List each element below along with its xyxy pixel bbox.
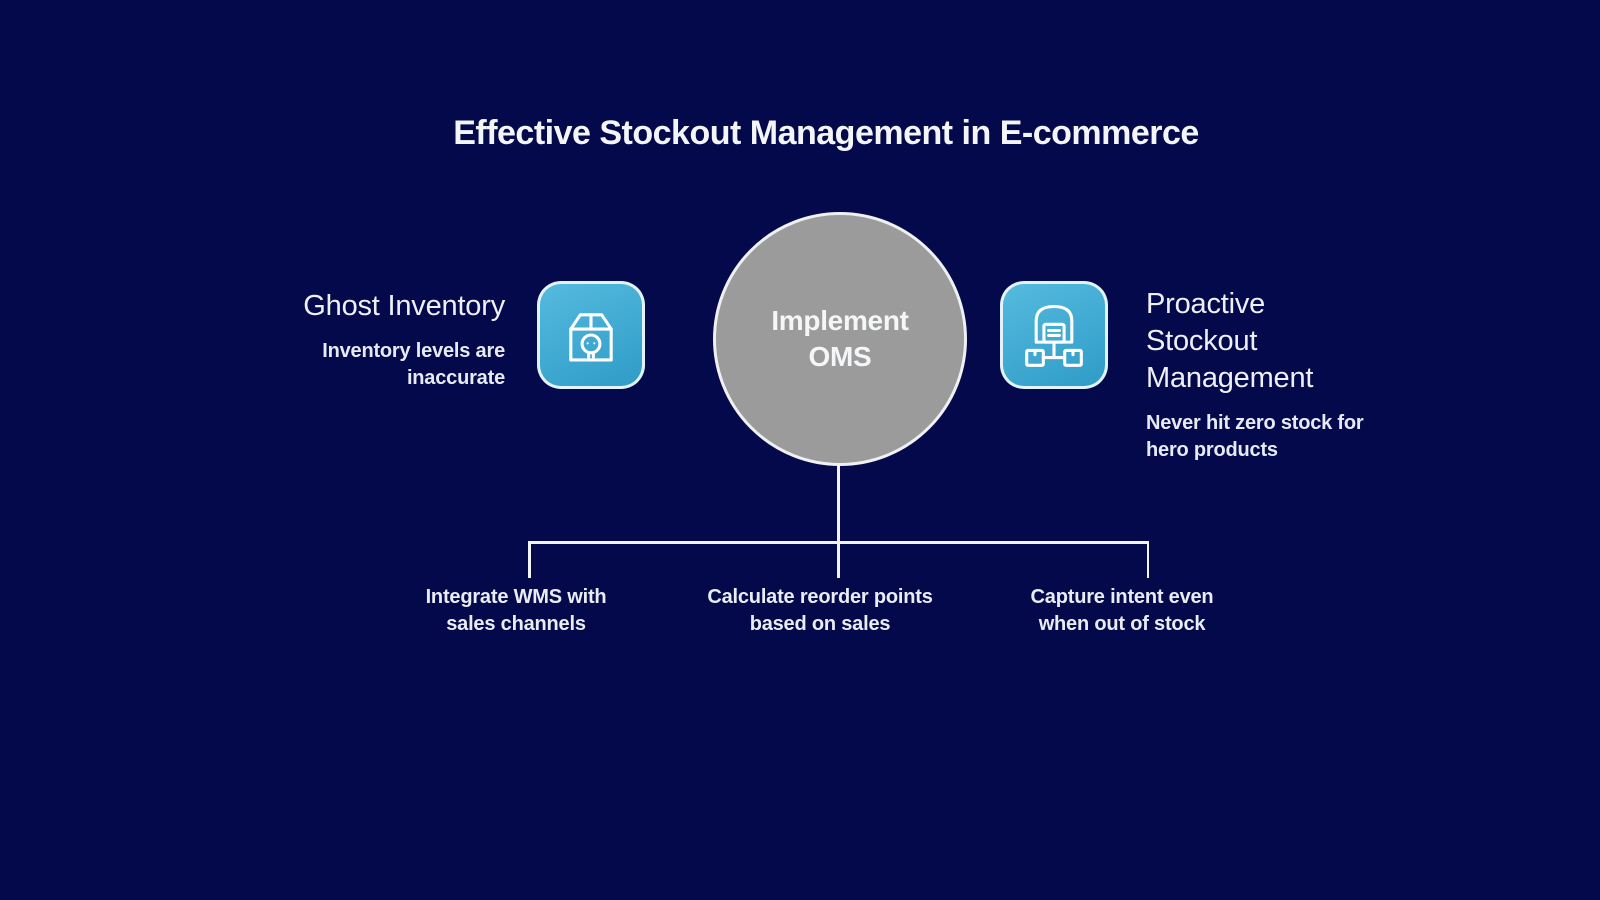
branch-label-integrate-wms: Integrate WMS with sales channels xyxy=(425,586,607,635)
center-node-implement-oms: Implement OMS xyxy=(713,212,967,466)
ghost-inventory-description: Inventory levels are inaccurate xyxy=(322,340,505,389)
ghost-package-icon xyxy=(569,313,613,362)
ghost-inventory-node: Ghost Inventory Inventory levels are ina… xyxy=(245,288,505,392)
connector-line-stub-center xyxy=(837,541,840,578)
ghost-inventory-tile xyxy=(537,281,645,389)
proactive-stockout-tile xyxy=(1000,281,1108,389)
center-node-label-line1: Implement xyxy=(771,305,909,336)
warehouse-network-icon xyxy=(1025,304,1083,367)
branch-label-capture-intent: Capture intent even when out of stock xyxy=(1030,586,1214,635)
proactive-stockout-description: Never hit zero stock for hero products xyxy=(1146,412,1364,461)
ghost-inventory-title: Ghost Inventory xyxy=(303,290,505,322)
proactive-stockout-title: Proactive Stockout Management xyxy=(1146,288,1314,394)
connector-line-vertical-main xyxy=(837,464,840,542)
connector-line-stub-left xyxy=(528,541,531,578)
page-title: Effective Stockout Management in E-comme… xyxy=(453,114,1199,152)
proactive-stockout-node: Proactive Stockout Management Never hit … xyxy=(1146,286,1386,464)
connector-line-stub-right xyxy=(1146,541,1149,578)
branch-label-reorder-points: Calculate reorder points based on sales xyxy=(707,586,933,635)
center-node-label-line2: OMS xyxy=(808,341,872,372)
